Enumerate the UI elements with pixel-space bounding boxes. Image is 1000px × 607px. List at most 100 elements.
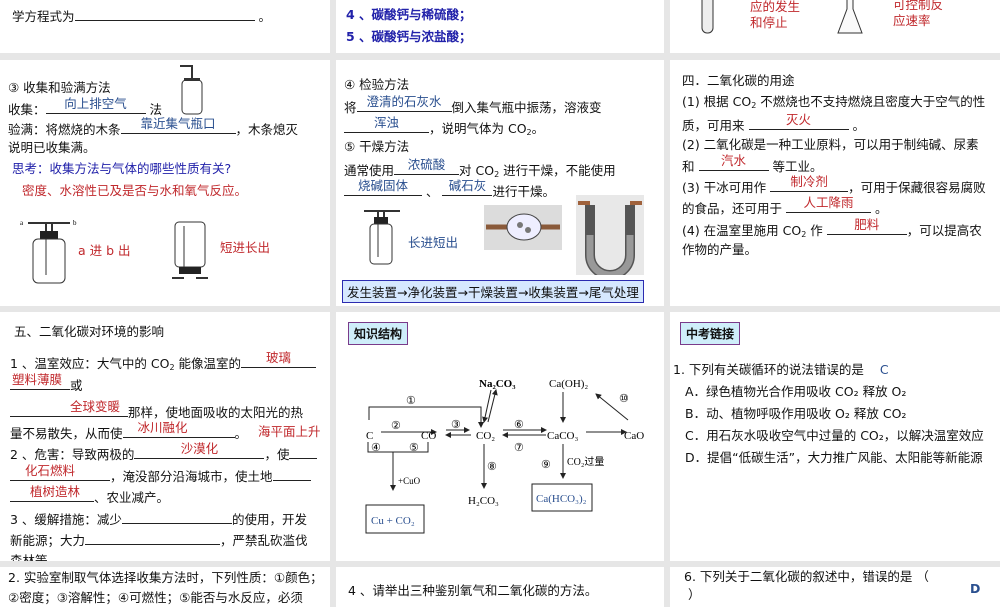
- node-na2co3: Na₂CO₃: [479, 378, 516, 390]
- text-line: 4 、碳酸钙与稀硫酸；: [346, 7, 472, 22]
- answer-text: 靠近集气瓶口: [140, 116, 216, 131]
- cu-co2-box: [365, 504, 425, 534]
- text-line: 化石燃料，淹没部分沿海城市，使土地: [10, 463, 311, 485]
- text-line: 3 、缓解措施：减少的使用，开发: [10, 512, 307, 527]
- arrow-cuo: [367, 442, 429, 490]
- node-h2co3: H₂CO₃: [468, 495, 499, 507]
- text-line: 说明已收集满。: [8, 140, 96, 155]
- a-mark: a: [20, 219, 24, 227]
- text-line: 的食品，还可用于 人工降雨 。: [682, 195, 888, 216]
- text-line: 可控制反: [893, 0, 944, 12]
- answer-text: 化石燃料: [25, 463, 76, 478]
- answer-text: 海平面上升: [258, 424, 321, 439]
- option-d: D．提倡“低碳生活”，大力推广风能、太阳能等新能源: [685, 450, 983, 465]
- gas-washing-bottle-icon: [364, 210, 400, 265]
- slide-thumbnail[interactable]: 2. 实验室制取气体选择收集方法时，下列性质：①颜色； ②密度；③溶解性；④可燃…: [0, 567, 330, 607]
- text-line: 塑料薄膜或: [10, 372, 83, 393]
- answer-text: 塑料薄膜: [12, 372, 63, 387]
- text-line: 验满：将燃烧的木条靠近集气瓶口，木条熄灭: [8, 116, 299, 137]
- slide-thumbnail[interactable]: 四．二氧化碳的用途 (1) 根据 CO2 不燃烧也不支持燃烧且密度大于空气的性 …: [670, 60, 1000, 306]
- text-line: ②密度；③溶解性；④可燃性；⑤能否与水反应，必须: [8, 590, 303, 605]
- label-co2-excess: CO₂过量: [567, 455, 604, 468]
- text-line: 学方程式为 。: [12, 9, 272, 24]
- text-line: 烧碱固体 、 碱石灰进行干燥。: [344, 178, 555, 200]
- label-8: ⑧: [487, 461, 497, 473]
- gas-bottle-icon: [180, 65, 203, 115]
- node-c: C: [366, 430, 373, 442]
- section-title: ④ 检验方法: [344, 77, 410, 92]
- question-text: 6. 下列关于二氧化碳的叙述中，错误的是 （: [684, 569, 929, 584]
- answer-text: 肥料: [854, 217, 880, 232]
- text-line: 浑浊，说明气体为 CO2。: [344, 115, 544, 141]
- label-text: 短进长出: [220, 240, 271, 255]
- label-9: ⑨: [541, 459, 551, 471]
- u-tube-image: [576, 195, 644, 275]
- section-title: ③ 收集和验满方法: [8, 80, 111, 95]
- label-6: ⑥: [514, 419, 524, 431]
- label-5: ⑤: [409, 442, 419, 454]
- slide-thumbnail[interactable]: 中考链接 1. 下列有关碳循环的说法错误的是 C A．绿色植物光合作用吸收 CO…: [670, 312, 1000, 561]
- flask-icon: [837, 0, 863, 34]
- slide-thumbnail[interactable]: ③ 收集和验满方法 收集：向上排空气 法 验满：将燃烧的木条靠近集气瓶口，木条熄…: [0, 60, 330, 306]
- slide-thumbnail[interactable]: 4 、碳酸钙与稀硫酸； 5 、碳酸钙与浓盐酸；: [336, 0, 664, 53]
- text-line: 5 、碳酸钙与浓盐酸；: [346, 29, 472, 44]
- cahco3-box: [531, 483, 593, 512]
- label-7: ⑦: [514, 442, 524, 454]
- answer-text: 密度、水溶性已及是否与水和氧气反应。: [22, 183, 248, 198]
- answer-text: 浓硫酸: [407, 157, 446, 172]
- text-line: 收集：向上排空气 法: [8, 96, 163, 117]
- text-line: 植树造林、农业减产。: [10, 484, 169, 506]
- text-line: 和 汽水 等工业。: [682, 153, 823, 174]
- slide-thumbnail[interactable]: 学方程式为 。: [0, 0, 330, 53]
- text-line: ）: [688, 587, 701, 602]
- slide-thumbnail[interactable]: ④ 检验方法 将澄清的石灰水倒入集气瓶中振荡，溶液变 浑浊，说明气体为 CO2。…: [336, 60, 664, 306]
- answer-text: 玻璃: [266, 350, 292, 365]
- slide-thumbnail[interactable]: 4 、请举出三种鉴别氧气和二氧化碳的方法。: [336, 567, 664, 607]
- inverted-bottle-icon: [172, 221, 208, 279]
- text-line: 应的发生: [750, 0, 801, 14]
- process-flow-banner: 发生装置→净化装置→干燥装置→收集装置→尾气处理: [342, 280, 644, 303]
- text-line: 作物的产量。: [682, 242, 758, 257]
- label-text: a 进 b 出: [78, 243, 131, 258]
- node-cahco32: Ca(HCO₃)₂: [536, 493, 587, 505]
- text-line: 质，可用来 灭火 。: [682, 112, 865, 133]
- text-line: (1) 根据 CO2 不燃烧也不支持燃烧且密度大于空气的性: [682, 94, 986, 110]
- slide-thumbnail[interactable]: 知识结构 C CO CO₂ Na₂CO₃ Ca(OH)₂ CaCO₃ CaO H…: [336, 312, 664, 561]
- label-4: ④: [371, 442, 381, 454]
- answer-text: 汽水: [720, 153, 746, 168]
- label-cuo: +CuO: [398, 476, 421, 486]
- slide-thumbnail[interactable]: 6. 下列关于二氧化碳的叙述中，错误的是 （ D ）: [670, 567, 1000, 607]
- label-3: ③: [451, 419, 461, 431]
- answer-text: 灭火: [785, 112, 811, 127]
- node-caoh2: Ca(OH)₂: [549, 378, 588, 390]
- label-1: ①: [406, 395, 416, 407]
- section-tag: 知识结构: [348, 322, 409, 345]
- drying-tube-image: [484, 205, 562, 250]
- text-line: 4 、请举出三种鉴别氧气和二氧化碳的方法。: [348, 583, 598, 598]
- knowledge-structure-diagram: C CO CO₂ Na₂CO₃ Ca(OH)₂ CaCO₃ CaO H₂CO₃ …: [365, 378, 644, 534]
- label-10: ⑩: [619, 393, 629, 405]
- text-line: 新能源；大力，严禁乱砍滥伐: [10, 533, 308, 548]
- node-cao: CaO: [624, 430, 644, 442]
- text-line: 1 、温室效应：大气中的 CO2 能像温室的玻璃: [10, 350, 317, 376]
- text-line: 森林等。: [10, 551, 112, 561]
- slide-thumbnail[interactable]: 应的发生 和停止 可控制反 应速率: [670, 0, 1000, 53]
- node-co2: CO₂: [476, 430, 495, 442]
- question-text: 1. 下列有关碳循环的说法错误的是 C: [673, 362, 889, 377]
- text-line: 2. 实验室制取气体选择收集方法时，下列性质：①颜色；: [8, 570, 323, 585]
- answer-text: 碱石灰: [448, 178, 487, 193]
- text-line: (4) 在温室里施用 CO2 作 肥料，可以提高农: [682, 217, 982, 239]
- section-tag: 中考链接: [680, 322, 741, 345]
- section-title: 四．二氧化碳的用途: [682, 73, 795, 88]
- text-line: 将澄清的石灰水倒入集气瓶中振荡，溶液变: [344, 94, 602, 115]
- text-line: 量不易散失，从而使冰川融化。: [10, 420, 248, 441]
- answer-text: D: [970, 581, 981, 596]
- slide-thumbnail[interactable]: 五、二氧化碳对环境的影响 1 、温室效应：大气中的 CO2 能像温室的玻璃 塑料…: [0, 312, 330, 561]
- label-2: ②: [391, 420, 401, 432]
- section-title: 五、二氧化碳对环境的影响: [14, 324, 165, 339]
- arrow-1: [368, 406, 484, 428]
- text-line: 通常使用浓硫酸对 CO2 进行干燥，不能使用: [344, 157, 616, 179]
- text-line: 和停止: [750, 15, 788, 30]
- arrow-10: [595, 393, 629, 421]
